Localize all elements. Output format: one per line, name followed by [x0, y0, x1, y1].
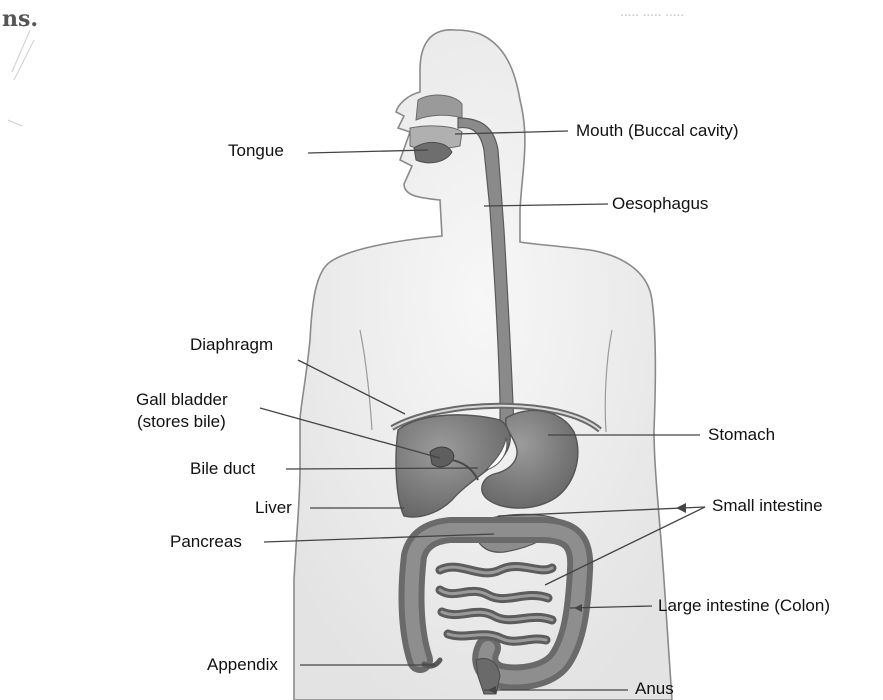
label-gall-bladder-line2: (stores bile)	[137, 411, 226, 432]
corner-text: ns.	[2, 6, 38, 32]
label-tongue: Tongue	[228, 141, 284, 161]
label-oesophagus: Oesophagus	[612, 194, 708, 214]
bleed-through-text: ····· ····· ·····	[620, 8, 684, 25]
label-gall-bladder-line1: Gall bladder	[136, 389, 228, 410]
label-large-intestine: Large intestine (Colon)	[658, 596, 830, 616]
label-bile-duct: Bile duct	[190, 459, 255, 479]
label-liver: Liver	[255, 498, 292, 518]
label-appendix: Appendix	[207, 655, 278, 675]
label-mouth: Mouth (Buccal cavity)	[576, 121, 739, 141]
label-anus: Anus	[635, 679, 674, 699]
label-diaphragm: Diaphragm	[190, 335, 273, 355]
label-stomach: Stomach	[708, 425, 775, 445]
label-pancreas: Pancreas	[170, 532, 242, 552]
background-scan-marks	[8, 30, 34, 126]
label-small-intestine: Small intestine	[712, 496, 823, 516]
